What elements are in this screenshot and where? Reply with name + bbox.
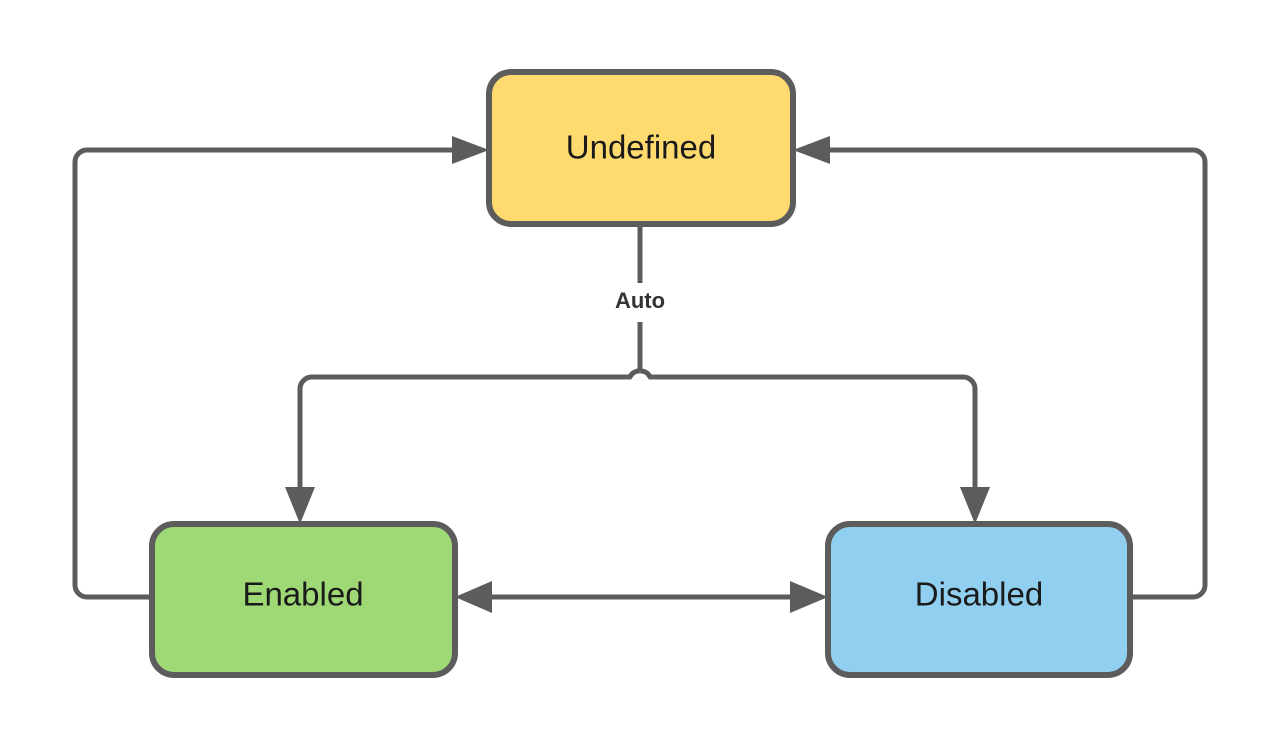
edge-path-auto-branch-left [297,368,641,487]
node-disabled-label: Disabled [915,576,1043,613]
arrowhead-into-undefined-right-icon [793,136,830,164]
node-enabled-label: Enabled [242,576,363,613]
node-enabled-shape [149,521,458,678]
arrowhead-into-disabled-icon [960,487,990,524]
edge-auto-split[interactable]: Auto [285,224,990,524]
arrowhead-into-enabled-right-icon [455,581,492,613]
node-undefined[interactable]: Undefined [486,69,796,227]
arrowhead-into-undefined-left-icon [452,136,489,164]
edge-path-disabled-to-undefined [830,147,1208,600]
edge-disabled-to-undefined[interactable] [793,136,1208,600]
node-undefined-shape [486,69,796,227]
arrowhead-into-enabled-icon [285,487,315,524]
node-undefined-label: Undefined [566,129,716,166]
edge-enabled-disabled-bidirectional[interactable] [455,581,828,613]
edge-label-auto: Auto [615,288,665,313]
arrowhead-into-disabled-left-icon [790,581,828,613]
node-disabled[interactable]: Disabled [825,521,1133,678]
edge-path-auto-branch-right [639,368,978,487]
node-disabled-shape [825,521,1133,678]
edge-path-enabled-to-undefined [72,147,452,600]
node-enabled[interactable]: Enabled [149,521,458,678]
edge-enabled-to-undefined[interactable] [72,136,489,600]
